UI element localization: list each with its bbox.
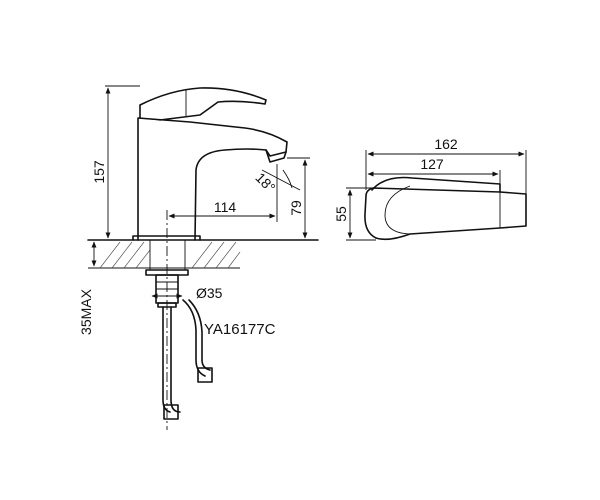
lever-handle [139, 87, 267, 121]
dim-top-length: 162 [365, 136, 527, 194]
dim-127-label: 127 [420, 156, 444, 172]
top-view-handle [371, 176, 501, 193]
handle-base [139, 117, 161, 121]
top-view-outline [364, 187, 527, 241]
dim-spout-height: 79 [287, 157, 310, 239]
dim-top-inner-length: 127 [367, 156, 501, 184]
dim-deck-thickness: 35MAX [78, 241, 100, 335]
deck-hatch [99, 241, 241, 269]
faucet-body [137, 117, 288, 241]
dim-162-label: 162 [434, 136, 458, 152]
dim-spout-reach: 114 [168, 164, 278, 222]
dim-d35-label: Ø35 [196, 285, 223, 301]
dim-55-label: 55 [333, 206, 349, 222]
model-number: YA16177C [204, 321, 276, 338]
dim-spout-angle: 18° [252, 169, 301, 196]
top-view-inner-curve [384, 185, 411, 235]
base-flange [132, 235, 201, 241]
dim-79-label: 79 [288, 200, 304, 216]
supply-hoses [162, 299, 213, 420]
dim-157-label: 157 [91, 160, 107, 184]
top-view: 162 127 55 [333, 136, 527, 241]
dim-body-width: 55 [333, 187, 376, 241]
dim-thread-diameter: Ø35 [151, 285, 223, 301]
dim-total-height: 157 [91, 85, 140, 239]
side-view: 157 79 114 18° 35MAX Ø35 [78, 85, 319, 430]
dim-35max-label: 35MAX [78, 288, 94, 335]
dim-18-label: 18° [252, 169, 278, 195]
spout-aerator [265, 149, 287, 163]
dim-114-label: 114 [214, 199, 237, 215]
